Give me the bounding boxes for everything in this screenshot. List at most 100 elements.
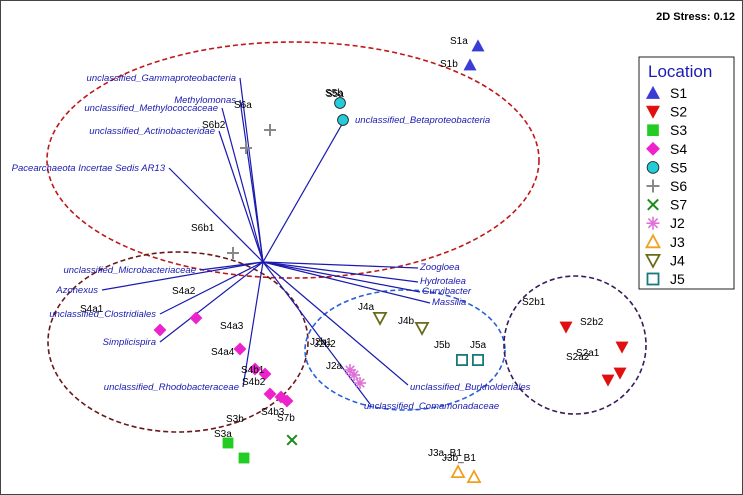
point-label-s1a: S1a bbox=[450, 36, 468, 47]
vector-label-unclassified-betaproteobacteria: unclassified_Betaproteobacteria bbox=[355, 115, 490, 126]
vector-line-unclassified-rhodobacteraceae bbox=[242, 261, 264, 388]
legend-item-s7: S7 bbox=[647, 197, 687, 213]
cluster-ellipse-s2 bbox=[503, 275, 647, 415]
point-label-j2a: J2a bbox=[326, 361, 343, 372]
stress-label: 2D Stress: 0.12 bbox=[656, 11, 735, 23]
legend-label-s7: S7 bbox=[670, 197, 687, 213]
vector-line-zoogloea bbox=[262, 261, 419, 269]
point-label-s4a3: S4a3 bbox=[220, 321, 244, 332]
point-label-s3b: S3b bbox=[226, 414, 244, 425]
marker-s6b2 bbox=[240, 142, 252, 154]
legend-marker-s1 bbox=[645, 85, 661, 99]
legend-item-s2: S2 bbox=[645, 104, 687, 120]
marker-j2a bbox=[354, 377, 366, 389]
marker-s4a3 bbox=[233, 342, 247, 356]
marker-s6a bbox=[264, 124, 276, 136]
vector-label-hydrotalea: Hydrotalea bbox=[420, 276, 466, 287]
legend-item-s3: S3 bbox=[647, 122, 687, 138]
legend-label-j3: J3 bbox=[670, 234, 685, 250]
marker-s1b bbox=[463, 58, 477, 71]
vector-label-methylomonas: Methylomonas bbox=[174, 95, 236, 106]
legend-item-s5: S5 bbox=[646, 159, 687, 175]
marker-j4a bbox=[372, 311, 388, 326]
legend-label-s6: S6 bbox=[670, 178, 687, 194]
vector-label-unclassified-rhodobacteraceae: unclassified_Rhodobacteraceae bbox=[104, 382, 239, 393]
vector-label-unclassified-methylococcaceae: unclassified_Methylococcaceae bbox=[84, 103, 218, 114]
vector-label-unclassified-burkholderiales: unclassified_Burkholderiales bbox=[410, 382, 531, 393]
vector-line-simplicispira bbox=[159, 261, 264, 343]
legend-item-s6: S6 bbox=[646, 178, 687, 194]
cluster-ellipse-s1-s5-s6 bbox=[46, 41, 540, 279]
legend-item-j3: J3 bbox=[644, 233, 685, 250]
marker-s7a bbox=[286, 434, 298, 446]
vector-label-zoogloea: Zoogloea bbox=[419, 262, 460, 273]
vector-line-unclassified-comamonadaceae bbox=[262, 261, 371, 405]
legend-label-s4: S4 bbox=[670, 141, 687, 157]
marker-s5b bbox=[337, 114, 349, 126]
marker-j5a bbox=[471, 353, 484, 366]
marker-s2a2 bbox=[601, 374, 615, 387]
legend-item-j5: J5 bbox=[646, 271, 685, 287]
legend-label-j4: J4 bbox=[670, 252, 685, 268]
vector-label-unclassified-actinobacteridae: unclassified_Actinobacteridae bbox=[89, 126, 215, 137]
marker-j2b2 bbox=[344, 364, 356, 376]
vector-line-azonexus bbox=[101, 261, 264, 291]
points-layer: S1aS1bS2b1S2b2S2a1S2a2S3aS3bS4a1S4a2S4a3… bbox=[80, 36, 629, 484]
marker-s2b2 bbox=[615, 341, 629, 354]
vector-label-azonexus: Azonexus bbox=[55, 285, 98, 296]
legend-label-j2: J2 bbox=[670, 215, 685, 231]
point-label-s3a: S3a bbox=[214, 429, 232, 440]
legend-marker-s6 bbox=[646, 179, 660, 193]
marker-j5b bbox=[455, 353, 468, 366]
cluster-ellipse-s3-s4-s7 bbox=[47, 251, 309, 433]
point-label-j3a-b1: J3a_B1 bbox=[428, 448, 462, 459]
point-label-s6a: S6a bbox=[234, 100, 252, 111]
point-label-s2a1: S2a1 bbox=[576, 348, 600, 359]
legend-item-j2: J2 bbox=[646, 215, 685, 231]
point-label-s6b2: S6b2 bbox=[202, 120, 226, 131]
point-label-s1b: S1b bbox=[440, 59, 458, 70]
vector-line-methylomonas bbox=[239, 99, 264, 263]
point-label-s4a1: S4a1 bbox=[80, 304, 104, 315]
legend-label-s3: S3 bbox=[670, 122, 687, 138]
marker-s4a4 bbox=[248, 362, 262, 376]
legend-marker-j4 bbox=[644, 253, 662, 269]
point-label-s7b: S7b bbox=[277, 413, 295, 424]
marker-s4b1 bbox=[258, 367, 272, 381]
marker-j3a-b1 bbox=[450, 464, 466, 479]
vector-label-massilia: Massilia bbox=[432, 297, 466, 308]
marker-s3b bbox=[238, 452, 250, 464]
vector-label-unclassified-clostridiales: unclassified_Clostridiales bbox=[49, 309, 156, 320]
vector-layer: unclassified_GammaproteobacteriaMethylom… bbox=[12, 73, 531, 412]
cluster-ellipse-j2-j4-j5 bbox=[304, 289, 506, 411]
vector-line-unclassified-methylococcaceae bbox=[221, 107, 264, 263]
vector-line-unclassified-betaproteobacteria bbox=[262, 118, 346, 263]
point-label-j5b: J5b bbox=[434, 340, 451, 351]
legend-label-s5: S5 bbox=[670, 159, 687, 175]
point-label-s5b: S5b bbox=[325, 88, 343, 99]
legend-marker-s7 bbox=[647, 198, 659, 211]
point-label-j2b2: J2b2 bbox=[314, 339, 336, 350]
marker-s4b2 bbox=[263, 387, 277, 401]
vector-line-unclassified-clostridiales bbox=[159, 261, 264, 315]
point-label-j2b1: J2b1 bbox=[310, 337, 332, 348]
point-label-s2a2: S2a2 bbox=[566, 352, 590, 363]
legend-marker-s2 bbox=[645, 105, 661, 119]
marker-s2a1 bbox=[613, 367, 627, 380]
vector-label-simplicispira: Simplicispira bbox=[103, 337, 156, 348]
marker-s4a2 bbox=[189, 311, 203, 325]
marker-s7b bbox=[280, 394, 294, 408]
vector-label-unclassified-microbacteriaceae: unclassified_Microbacteriaceae bbox=[63, 265, 196, 276]
point-label-s2b2: S2b2 bbox=[580, 317, 604, 328]
point-label-s4b2: S4b2 bbox=[242, 377, 266, 388]
point-label-s4b1: S4b1 bbox=[241, 365, 265, 376]
vector-line-pacearchaeota-incertae-sedis-ar13 bbox=[168, 167, 264, 263]
marker-s6b1 bbox=[227, 247, 239, 259]
legend-label-s2: S2 bbox=[670, 104, 687, 120]
legend-marker-j5 bbox=[646, 272, 660, 286]
cluster-ellipses bbox=[46, 41, 647, 433]
